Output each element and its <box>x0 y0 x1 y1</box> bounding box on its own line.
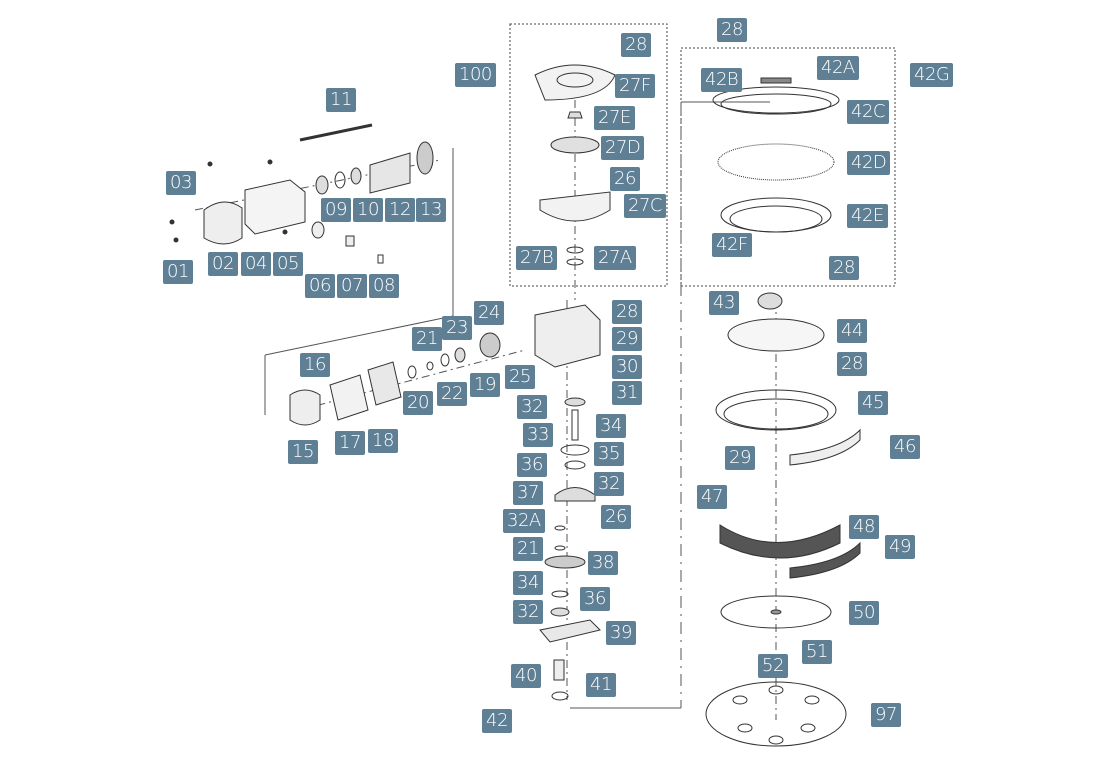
part-label-11: 11 <box>326 88 356 112</box>
stator-parts <box>289 332 501 426</box>
part-label-32A: 32A <box>503 509 545 533</box>
group-box-27 <box>509 23 668 287</box>
part-label-05: 05 <box>273 252 303 276</box>
part-label-34: 34 <box>513 571 543 595</box>
part-label-35: 35 <box>594 442 624 466</box>
part-label-26: 26 <box>601 505 631 529</box>
part-label-42A: 42A <box>817 56 859 80</box>
part-label-20: 20 <box>403 391 433 415</box>
part-label-32: 32 <box>517 395 547 419</box>
part-label-42C: 42C <box>847 100 889 124</box>
part-label-34: 34 <box>596 414 626 438</box>
part-label-02: 02 <box>208 252 238 276</box>
part-label-28: 28 <box>829 256 859 280</box>
part-label-15: 15 <box>288 440 318 464</box>
part-label-21: 21 <box>513 537 543 561</box>
part-label-46: 46 <box>890 435 920 459</box>
part-label-08: 08 <box>369 274 399 298</box>
part-label-100: 100 <box>455 63 496 87</box>
part-label-41: 41 <box>586 673 616 697</box>
part-label-42E: 42E <box>847 204 888 228</box>
part-label-13: 13 <box>416 198 446 222</box>
part-label-07: 07 <box>337 274 367 298</box>
part-label-17: 17 <box>335 431 365 455</box>
part-label-28: 28 <box>837 352 867 376</box>
part-label-42D: 42D <box>847 151 891 175</box>
part-label-25: 25 <box>505 365 535 389</box>
part-label-04: 04 <box>241 252 271 276</box>
part-label-28: 28 <box>612 300 642 324</box>
part-label-30: 30 <box>612 355 642 379</box>
part-label-32: 32 <box>594 472 624 496</box>
part-label-97: 97 <box>871 703 901 727</box>
part-label-29: 29 <box>725 446 755 470</box>
part-label-32: 32 <box>513 600 543 624</box>
part-label-19: 19 <box>470 373 500 397</box>
pad-parts <box>705 77 861 747</box>
gearbox-parts <box>534 64 616 701</box>
part-label-45: 45 <box>858 391 888 415</box>
part-label-03: 03 <box>166 171 196 195</box>
part-label-39: 39 <box>606 621 636 645</box>
part-label-24: 24 <box>474 301 504 325</box>
part-label-18: 18 <box>368 429 398 453</box>
part-label-27B: 27B <box>516 246 558 270</box>
part-label-28: 28 <box>621 33 651 57</box>
part-label-47: 47 <box>697 485 727 509</box>
part-label-33: 33 <box>523 423 553 447</box>
part-label-51: 51 <box>802 640 832 664</box>
part-label-44: 44 <box>837 319 867 343</box>
group-box-42G <box>680 47 896 287</box>
part-label-10: 10 <box>353 198 383 222</box>
part-label-52: 52 <box>758 654 788 678</box>
part-label-42F: 42F <box>712 233 752 257</box>
part-label-37: 37 <box>513 481 543 505</box>
part-label-27C: 27C <box>624 194 666 218</box>
part-label-43: 43 <box>709 291 739 315</box>
part-label-42: 42 <box>482 709 512 733</box>
part-label-09: 09 <box>321 198 351 222</box>
part-label-28: 28 <box>717 18 747 42</box>
part-label-22: 22 <box>437 382 467 406</box>
part-label-06: 06 <box>305 274 335 298</box>
part-label-27F: 27F <box>615 74 655 98</box>
part-label-26: 26 <box>610 167 640 191</box>
part-label-21: 21 <box>412 327 442 351</box>
motor-parts <box>169 123 434 264</box>
part-label-27A: 27A <box>594 246 636 270</box>
part-label-42G: 42G <box>910 63 954 87</box>
part-label-27E: 27E <box>594 106 635 130</box>
part-label-50: 50 <box>849 601 879 625</box>
part-label-23: 23 <box>442 316 472 340</box>
part-label-40: 40 <box>511 664 541 688</box>
part-label-27D: 27D <box>601 136 645 160</box>
part-label-36: 36 <box>517 453 547 477</box>
part-label-31: 31 <box>612 381 642 405</box>
part-label-36: 36 <box>580 587 610 611</box>
part-label-42B: 42B <box>701 68 743 92</box>
part-label-12: 12 <box>385 198 415 222</box>
part-label-48: 48 <box>849 515 879 539</box>
part-label-49: 49 <box>885 535 915 559</box>
part-label-16: 16 <box>300 353 330 377</box>
part-label-38: 38 <box>588 551 618 575</box>
part-label-29: 29 <box>612 327 642 351</box>
part-label-01: 01 <box>163 260 193 284</box>
